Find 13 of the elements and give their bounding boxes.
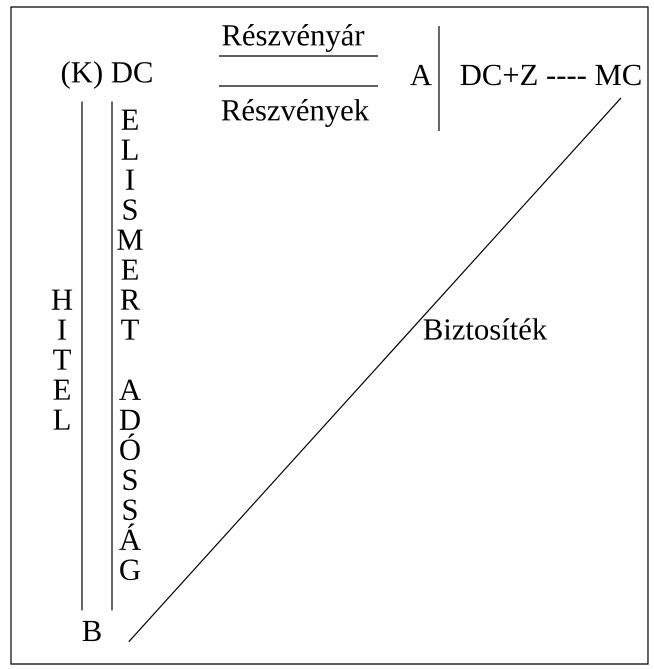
- vertical-label: ELISMERT: [117, 110, 143, 340]
- text-label: Részvényár: [222, 24, 364, 52]
- text-label: A: [410, 64, 432, 86]
- connector-line: [128, 98, 622, 642]
- node-text: DC+Z ---- MC: [460, 64, 641, 86]
- text-label: Részvények: [222, 99, 370, 127]
- node-text: (K) DC: [62, 61, 152, 89]
- vertical-label: ADÓSSÁG: [119, 380, 141, 580]
- text-label: Biztosíték: [424, 318, 548, 340]
- vertical-label: HITEL: [52, 290, 72, 430]
- node-text: B: [82, 620, 101, 642]
- connector-line: [81, 102, 83, 610]
- connector-line: [111, 102, 113, 610]
